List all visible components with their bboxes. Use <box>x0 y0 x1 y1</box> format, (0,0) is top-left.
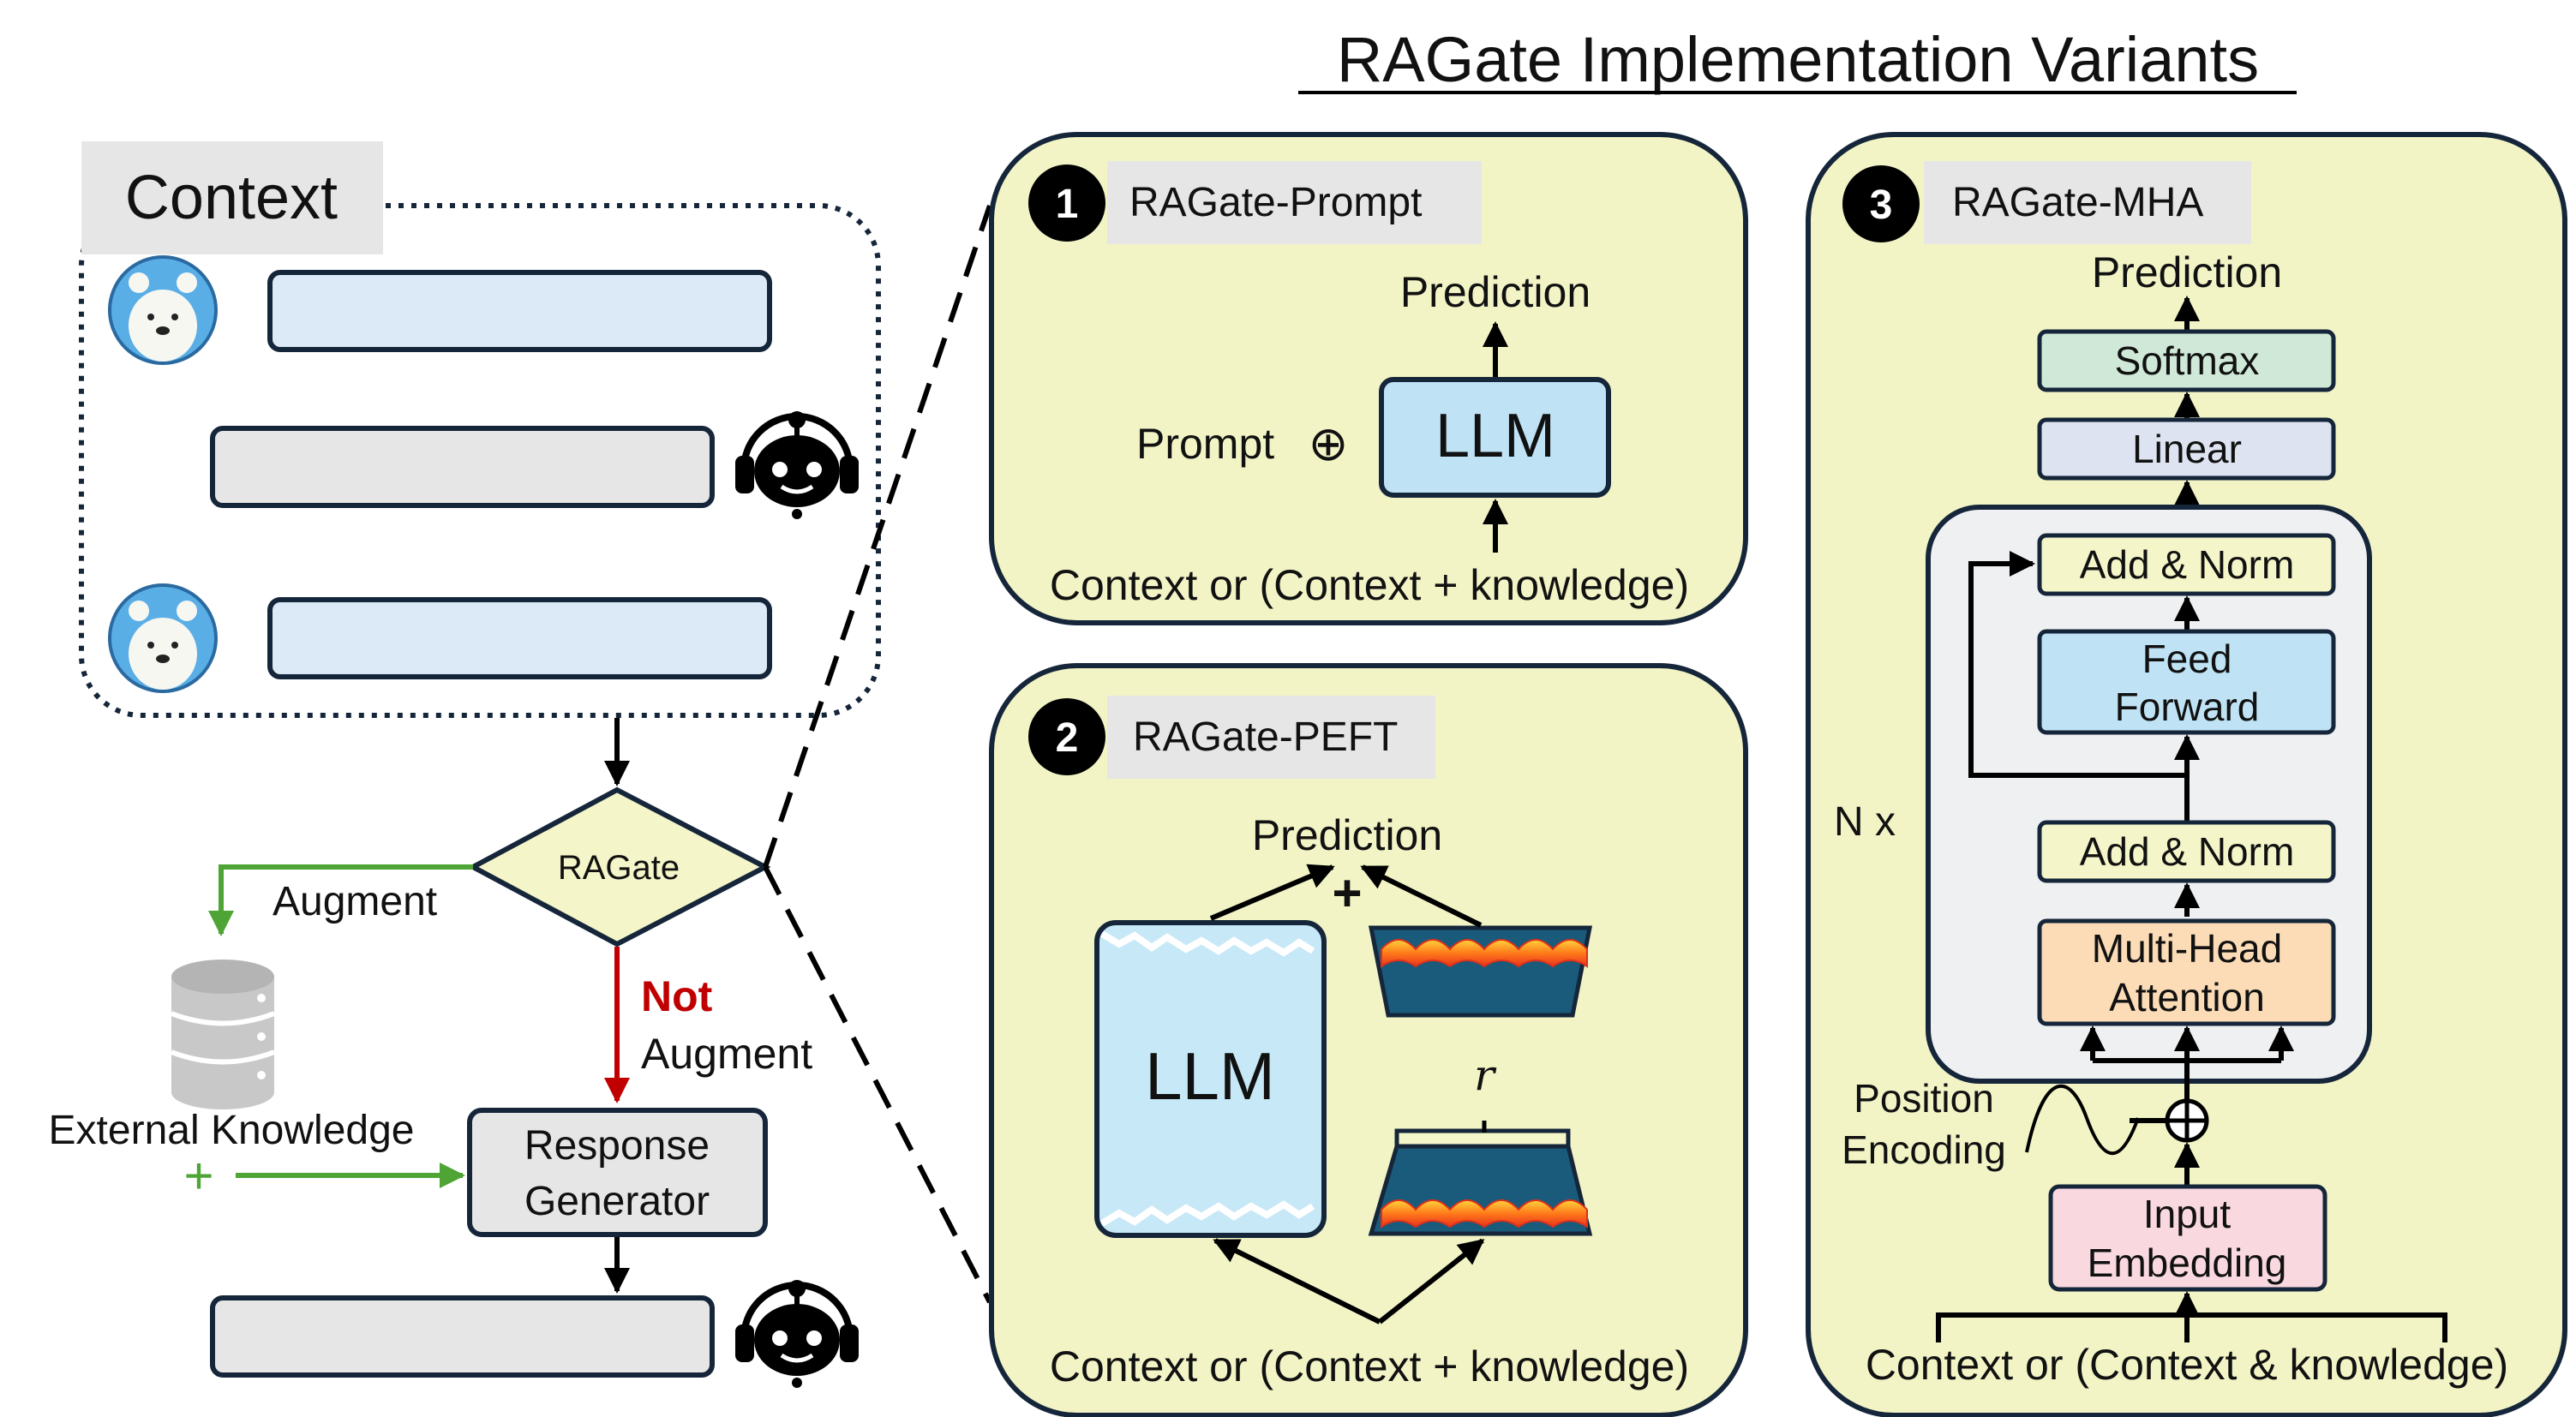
prompt-oplus-icon: ⊕ <box>1309 416 1349 470</box>
peft-adapter-to-prediction-arrow <box>1360 864 1483 928</box>
prompt-prediction-label: Prediction <box>1400 268 1591 316</box>
peft-adapter-down-bar <box>1394 1128 1571 1149</box>
mha-prediction-label: Prediction <box>2092 248 2282 296</box>
prompt-input-label: Context or (Context + knowledge) <box>1050 561 1689 609</box>
prompt-badge <box>1028 164 1105 242</box>
ragate-diamond <box>467 786 771 948</box>
mha-feed-forward-box <box>2037 629 2336 735</box>
prompt-panel <box>989 132 1748 625</box>
diagram-title: RAGate Implementation Variants <box>1337 24 2259 95</box>
context-label: Context <box>125 164 338 232</box>
prompt-label: Prompt <box>1136 420 1274 468</box>
mha-add-norm-bottom-box <box>2037 820 2336 883</box>
peft-adapter-up-flames <box>1381 939 1588 968</box>
mha-title: RAGate-MHA <box>1952 180 2203 225</box>
bot-response-bubble <box>210 1295 715 1378</box>
mha-attention-label-2: Attention <box>2109 975 2265 1019</box>
mha-position-encoding-label-1: Position <box>1854 1076 1994 1121</box>
augment-arrow <box>208 864 473 936</box>
mha-residual-connection <box>1968 551 2187 778</box>
zoom-line-bottom <box>763 865 992 1304</box>
prompt-llm-label: LLM <box>1435 402 1555 470</box>
database-icon <box>170 960 276 1109</box>
context-label-bg <box>81 141 383 254</box>
mha-softmax-box <box>2037 329 2336 392</box>
peft-prediction-label: Prediction <box>1252 811 1442 859</box>
robot-icon <box>735 411 859 519</box>
peft-llm-to-prediction-arrow <box>1209 864 1335 921</box>
not-label: Not <box>641 972 713 1020</box>
user-message-bubble <box>267 270 772 352</box>
prompt-title: RAGate-Prompt <box>1129 180 1422 225</box>
mha-badge <box>1842 165 1920 242</box>
user-avatar-icon <box>108 255 218 365</box>
mha-badge-number: 3 <box>1870 182 1893 228</box>
response-generator-box <box>467 1108 768 1237</box>
mha-attention-box <box>2037 918 2336 1026</box>
peft-input-to-adapter-arrow <box>1378 1238 1485 1324</box>
mha-nx-label: N x <box>1834 799 1896 845</box>
peft-badge <box>1028 698 1105 775</box>
mha-input-label: Context or (Context & knowledge) <box>1866 1341 2508 1389</box>
peft-input-to-llm-arrow <box>1213 1238 1381 1324</box>
prompt-title-bg <box>1107 161 1482 244</box>
external-knowledge-label: External Knowledge <box>49 1108 415 1153</box>
mha-add-norm-top-label: Add & Norm <box>2080 542 2295 587</box>
peft-llm-label: LLM <box>1145 1038 1275 1114</box>
prompt-badge-number: 1 <box>1056 182 1079 227</box>
peft-title-bg <box>1107 696 1435 779</box>
mha-linear-box <box>2037 417 2336 481</box>
mha-position-encoding-label-2: Encoding <box>1842 1127 2006 1172</box>
user-message-bubble <box>267 597 772 679</box>
mha-embedding-label-1: Input <box>2143 1192 2232 1236</box>
response-generator-label-line1: Response <box>524 1123 710 1169</box>
robot-icon <box>735 1280 859 1388</box>
mha-add-norm-top-box <box>2037 533 2336 596</box>
peft-frozen-llm-box <box>1094 920 1327 1238</box>
mha-feed-forward-label-1: Feed <box>2142 637 2232 681</box>
mha-embedding-box <box>2048 1184 2327 1292</box>
ragate-label: RAGate <box>558 849 680 887</box>
mha-embedding-label-2: Embedding <box>2088 1241 2287 1285</box>
mha-linear-label: Linear <box>2132 427 2242 471</box>
mha-oplus-icon <box>2165 1098 2209 1143</box>
mha-feed-forward-label-2: Forward <box>2115 685 2260 729</box>
mha-sine-wave-icon <box>2025 1084 2140 1156</box>
mha-attention-label-1: Multi-Head <box>2092 926 2282 971</box>
mha-softmax-label: Softmax <box>2115 338 2260 383</box>
not-augment-label: Augment <box>641 1030 812 1078</box>
mha-add-norm-bottom-label: Add & Norm <box>2080 829 2295 874</box>
peft-badge-number: 2 <box>1056 715 1079 761</box>
peft-title: RAGate-PEFT <box>1133 714 1398 760</box>
mha-title-bg <box>1924 161 2251 244</box>
knowledge-plus: + <box>183 1147 213 1205</box>
peft-rank-label: r <box>1474 1050 1497 1100</box>
peft-adapter-down-flames <box>1381 1199 1588 1229</box>
bot-message-bubble <box>210 426 715 508</box>
augment-label: Augment <box>273 879 437 924</box>
response-generator-label-line2: Generator <box>524 1179 710 1224</box>
peft-plus-symbol: + <box>1332 864 1362 922</box>
peft-ice-bottom <box>1099 1200 1315 1227</box>
prompt-llm-box <box>1379 377 1611 498</box>
context-box <box>79 203 881 718</box>
zoom-line-top <box>763 205 992 868</box>
user-avatar-icon <box>108 583 218 693</box>
peft-input-label: Context or (Context + knowledge) <box>1050 1342 1689 1390</box>
peft-ice-top <box>1099 930 1315 957</box>
